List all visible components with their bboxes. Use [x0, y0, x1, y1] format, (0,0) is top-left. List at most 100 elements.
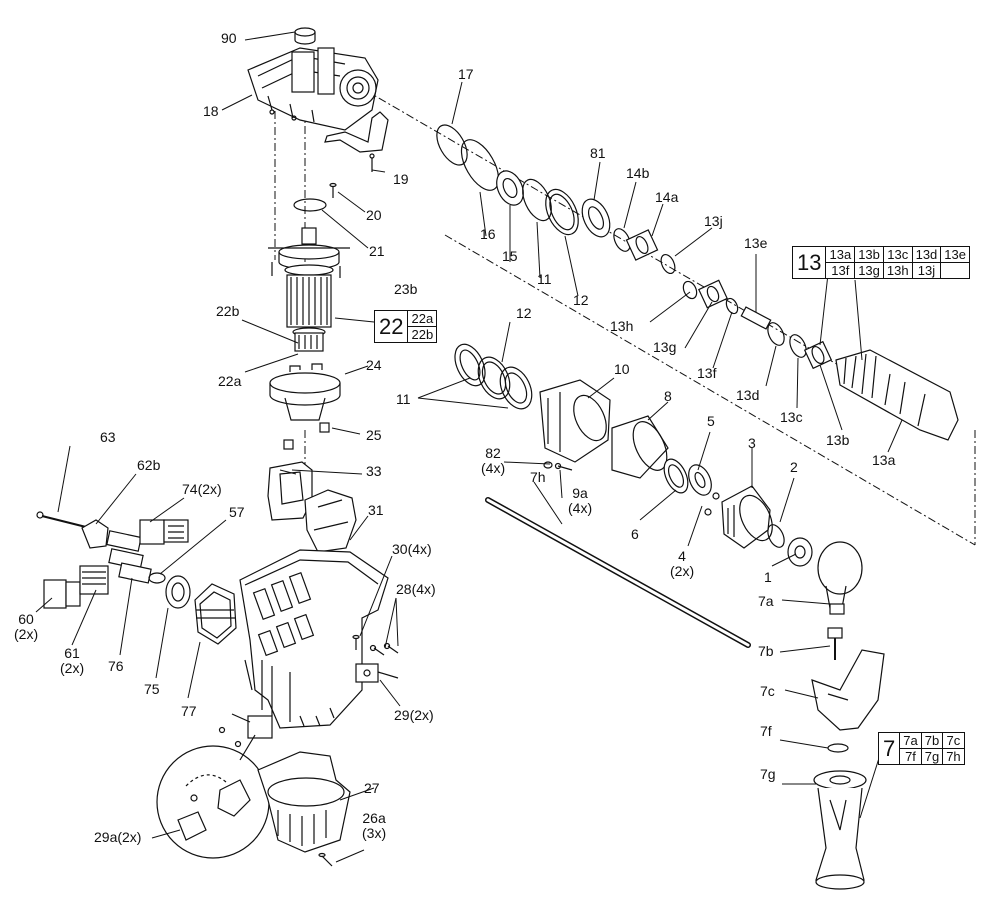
callout-63: 63 [100, 429, 116, 445]
part-13e-pin [740, 306, 772, 330]
kit-13-cell [940, 262, 970, 279]
callout-19: 19 [393, 171, 409, 187]
callout-12-lower: 12 [516, 305, 532, 321]
part-7b-bolt [827, 627, 843, 660]
kit-table-13: 13 13a 13b 13c 13d 13e 13f 13g 13h 13j [791, 246, 970, 279]
part-57-washer [148, 572, 166, 584]
part-15-clutch [496, 170, 524, 206]
callout-8: 8 [664, 388, 672, 404]
part-3-chuck-sleeve [721, 485, 773, 549]
part-23-armature [268, 227, 350, 352]
part-7f-washer [827, 743, 849, 753]
part-77-field [194, 583, 237, 645]
part-76-bar [118, 562, 152, 584]
part-1-cap [787, 537, 813, 567]
part-13b-sleeve [803, 340, 833, 370]
part-12-ring-b [477, 356, 511, 400]
kit-22-cell: 22a [407, 310, 438, 327]
part-19-cover [324, 111, 389, 172]
part-11-washer [522, 178, 552, 222]
callout-3: 3 [748, 435, 756, 451]
callout-25: 25 [366, 427, 382, 443]
kit-7-cell: 7h [942, 748, 965, 765]
part-8-sleeve [611, 415, 669, 479]
callout-13a: 13a [872, 452, 896, 468]
part-90-cap [294, 27, 316, 45]
callout-5: 5 [707, 413, 715, 429]
kit-7-cell: 7b [920, 732, 944, 749]
part-81-ring [581, 198, 611, 238]
part-10-cylinder [539, 379, 611, 463]
part-6-bushing [663, 458, 689, 494]
callout-7a: 7a [758, 593, 774, 609]
part-29a-switch [218, 713, 273, 748]
part-25-pads [283, 422, 330, 450]
callout-90: 90 [221, 30, 237, 46]
part-13h-ring [682, 280, 698, 300]
callout-13j: 13j [704, 213, 723, 229]
callout-7h: 7h [530, 469, 546, 485]
kit-13-cell: 13h [882, 262, 913, 279]
callout-9a: 9a(4x) [568, 485, 593, 516]
callout-21: 21 [369, 243, 385, 259]
kit-22-cell: 22b [407, 326, 438, 343]
kit-7-cell: 7g [920, 748, 944, 765]
callout-13c: 13c [780, 409, 803, 425]
part-18-gear-housing [247, 47, 379, 131]
callout-26a: 26a(3x) [362, 810, 387, 841]
callout-77: 77 [181, 703, 197, 719]
part-27-rear-cover [257, 751, 351, 853]
part-13c-ring [789, 334, 807, 358]
part-14a-bearing [625, 229, 659, 261]
callout-81: 81 [590, 145, 606, 161]
callout-82: 82(4x) [481, 445, 506, 476]
part-7h-rod [485, 497, 751, 648]
kit-22-main: 22 [373, 310, 409, 343]
part-13g-bearing [698, 279, 728, 309]
kit-table-7: 7 7a 7b 7c 7f 7g 7h [877, 732, 965, 765]
part-17-ring [436, 124, 468, 166]
callout-61: 61(2x) [60, 645, 85, 676]
callout-15: 15 [502, 248, 518, 264]
part-26a-screw [318, 852, 333, 867]
callout-28: 28(4x) [396, 581, 436, 597]
callout-11-upper: 11 [537, 271, 552, 287]
callout-13e: 13e [744, 235, 768, 251]
callout-13g: 13g [653, 339, 677, 355]
part-16-oring [460, 139, 500, 191]
part-82-washer [543, 461, 553, 469]
callout-22a: 22a [218, 373, 242, 389]
part-14b-washer [613, 228, 631, 252]
callout-29: 29(2x) [394, 707, 434, 723]
part-2-ring [767, 524, 785, 548]
callout-11-lower: 11 [396, 391, 411, 407]
part-20-screw [329, 182, 337, 198]
kit-13-cell: 13g [854, 262, 884, 279]
callout-13h: 13h [610, 318, 634, 334]
callout-7b: 7b [758, 643, 774, 659]
part-9a-screw [554, 462, 573, 471]
callout-6: 6 [631, 526, 639, 542]
callout-17: 17 [458, 66, 474, 82]
part-61-plates [79, 565, 109, 595]
kit-13-cell: 13j [911, 262, 942, 279]
callout-13f: 13f [697, 365, 717, 381]
callout-10: 10 [614, 361, 630, 377]
callout-62b: 62b [137, 457, 161, 473]
callout-7f: 7f [760, 723, 772, 739]
part-74-brushes [106, 519, 189, 570]
callout-57: 57 [229, 504, 245, 520]
kit-13-cell: 13f [825, 262, 856, 279]
callout-14a: 14a [655, 189, 679, 205]
part-31-motor-housing [239, 549, 389, 729]
part-21-oring [293, 198, 327, 212]
kit-7-main: 7 [877, 732, 901, 765]
callout-7g: 7g [760, 766, 776, 782]
callout-30: 30(4x) [392, 541, 432, 557]
kit-13-main: 13 [791, 246, 827, 279]
callout-2: 2 [790, 459, 798, 475]
callout-16: 16 [480, 226, 496, 242]
callout-60: 60(2x) [14, 611, 39, 642]
